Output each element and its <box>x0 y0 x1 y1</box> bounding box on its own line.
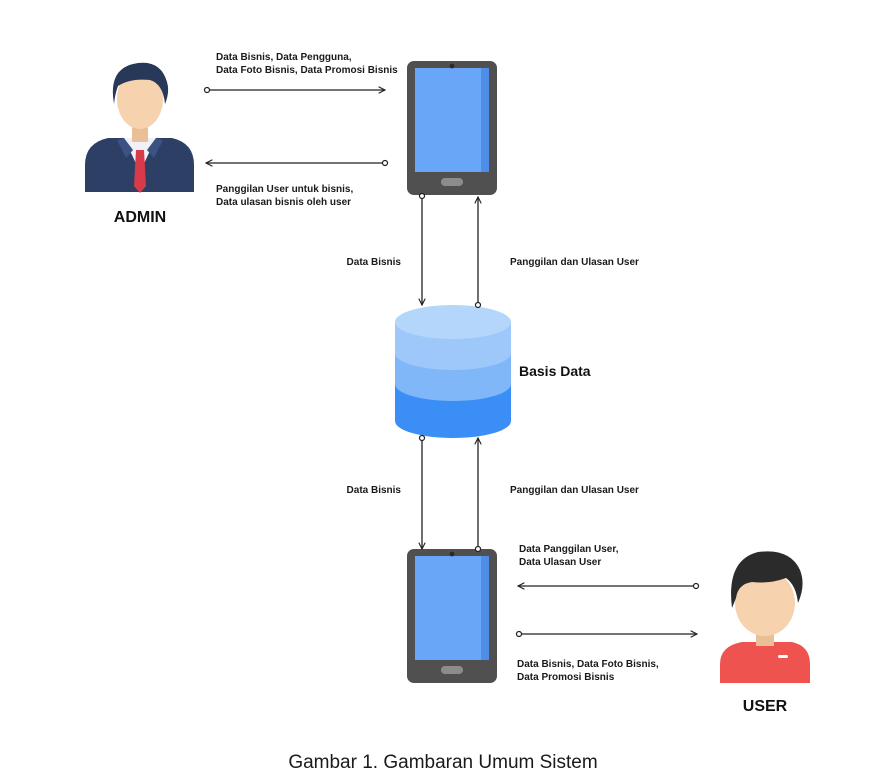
flow-label-db-to-app-top: Panggilan dan Ulasan User <box>510 257 639 268</box>
flow-label-user-to-app-line2: Data Ulasan User <box>519 557 601 568</box>
flow-app-bottom-to-db <box>476 438 481 553</box>
flow-label-app-to-user-line1: Data Bisnis, Data Foto Bisnis, <box>517 659 659 670</box>
smartphone-icon <box>407 549 497 683</box>
flow-label-user-to-app-line1: Data Panggilan User, <box>519 544 619 555</box>
flow-label-app-to-admin-line2: Data ulasan bisnis oleh user <box>216 197 351 208</box>
flow-db-to-app-bottom <box>420 434 425 550</box>
flow-admin-to-app <box>203 88 386 93</box>
database-icon <box>395 305 511 438</box>
flow-app-to-admin <box>206 161 389 166</box>
flow-app-to-user <box>515 632 698 637</box>
admin-label: ADMIN <box>114 209 166 226</box>
smartphone-icon <box>407 61 497 195</box>
flow-app-top-to-db <box>420 192 425 306</box>
flow-db-to-app-top <box>476 197 481 309</box>
database-label: Basis Data <box>519 363 591 379</box>
flow-label-admin-to-app-line2: Data Foto Bisnis, Data Promosi Bisnis <box>216 65 398 76</box>
user-label: USER <box>743 698 788 715</box>
flow-label-app-top-to-db: Data Bisnis <box>347 257 402 268</box>
flow-user-to-app <box>518 584 700 589</box>
user-person-icon <box>720 551 810 683</box>
flow-label-admin-to-app-line1: Data Bisnis, Data Pengguna, <box>216 52 352 63</box>
flow-label-app-bottom-to-db: Panggilan dan Ulasan User <box>510 485 639 496</box>
flow-label-app-to-user-line2: Data Promosi Bisnis <box>517 672 615 683</box>
flow-label-app-to-admin-line1: Panggilan User untuk bisnis, <box>216 184 353 195</box>
admin-person-icon <box>85 62 194 193</box>
figure-caption: Gambar 1. Gambaran Umum Sistem <box>288 752 597 771</box>
flow-label-db-to-app-bottom: Data Bisnis <box>347 485 402 496</box>
